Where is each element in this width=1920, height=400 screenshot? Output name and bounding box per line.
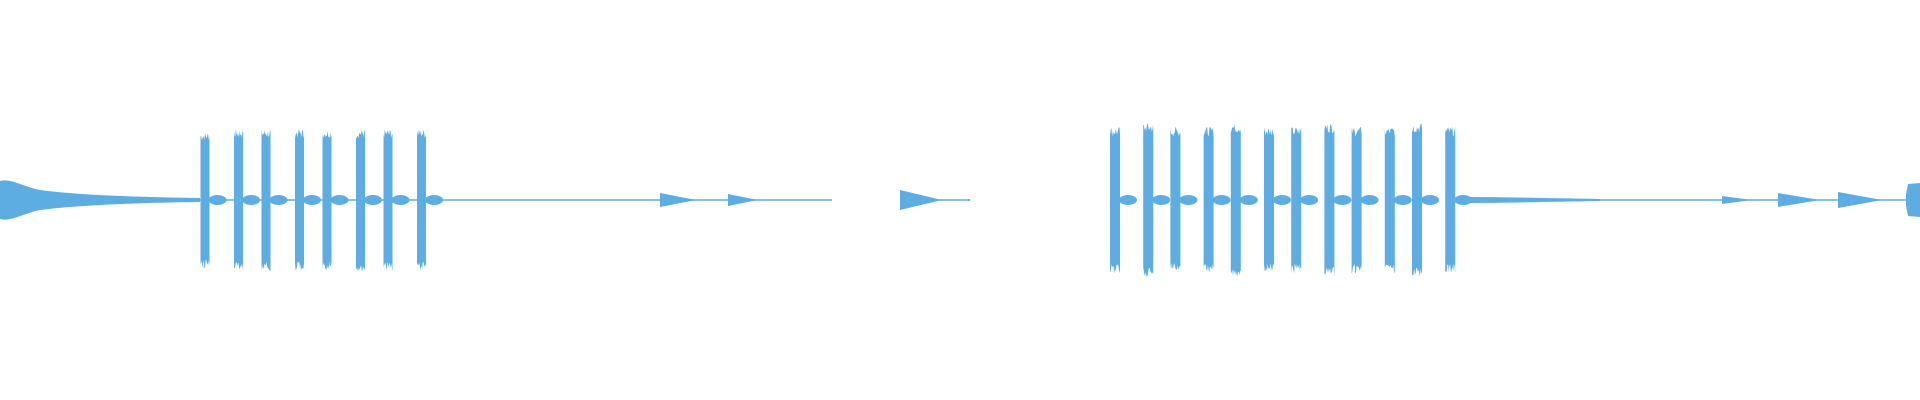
waveform-ripple <box>425 195 443 205</box>
waveform-burst <box>261 129 271 272</box>
waveform-ripple <box>1333 195 1352 205</box>
waveform-burst <box>383 128 393 272</box>
waveform-burst <box>417 129 426 271</box>
waveform-burst <box>1384 128 1395 274</box>
waveform-burst <box>1203 126 1214 273</box>
waveform-burst <box>1143 122 1154 277</box>
waveform-click <box>900 190 942 210</box>
waveform-burst <box>322 130 332 271</box>
waveform-ripple <box>364 195 382 205</box>
waveform-burst <box>200 132 210 269</box>
waveform-burst <box>1412 123 1422 277</box>
waveform-burst <box>295 128 304 271</box>
waveform-click <box>1778 193 1820 207</box>
waveform-burst <box>1110 127 1120 274</box>
waveform-ripple <box>1179 195 1198 205</box>
waveform-ripple <box>208 195 227 205</box>
waveform-ripple <box>1393 195 1412 205</box>
waveform-onset <box>0 180 200 220</box>
waveform-ripple <box>1212 195 1231 205</box>
waveform-burst <box>1291 126 1302 274</box>
waveform-burst <box>1230 123 1241 277</box>
waveform-ripple <box>269 195 288 205</box>
waveform-click <box>728 194 758 206</box>
waveform-burst <box>1445 126 1456 274</box>
waveform-burst <box>1170 126 1181 270</box>
waveform-click <box>1838 192 1882 208</box>
waveform-ripple <box>1273 195 1291 205</box>
waveform-burst <box>1324 123 1335 278</box>
waveform-burst <box>234 128 243 271</box>
waveform-ripple <box>1119 195 1137 205</box>
waveform-ripple <box>1300 195 1319 205</box>
waveform-ripple <box>242 195 260 205</box>
waveform-ripple <box>1152 195 1171 205</box>
waveform-click <box>1722 196 1752 204</box>
waveform-burst <box>1351 126 1362 274</box>
waveform-burst <box>1264 127 1274 272</box>
waveform-click <box>660 193 696 207</box>
waveform-ripple <box>330 195 349 205</box>
waveform-end-onset <box>1906 183 1920 217</box>
waveform-ripple <box>1239 195 1258 205</box>
waveform-burst <box>356 129 365 272</box>
waveform-tail <box>1460 197 1600 203</box>
waveform-ripple <box>1360 195 1379 205</box>
waveform-ripple <box>391 195 410 205</box>
waveform-ripple <box>1421 195 1439 205</box>
waveform-ripple <box>303 195 321 205</box>
